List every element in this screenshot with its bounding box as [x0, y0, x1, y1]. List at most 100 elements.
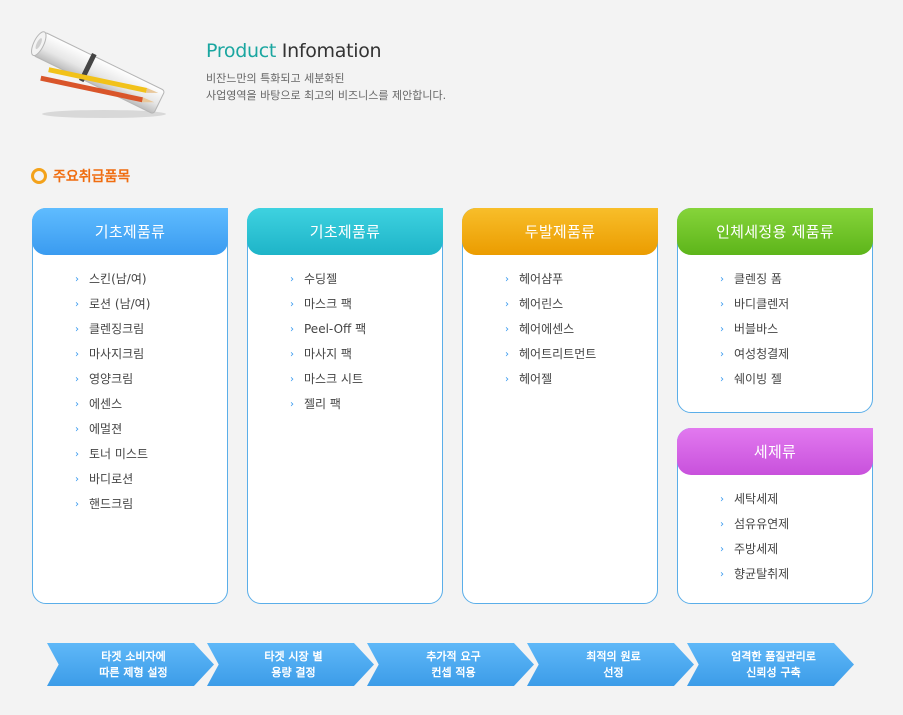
list-item[interactable]: ›에멀젼	[75, 421, 150, 446]
list-item[interactable]: › 쉐이빙 젤	[720, 371, 789, 396]
section-title-text: 주요취급품목	[53, 169, 131, 185]
process-step-line: 컨셉 적용	[431, 665, 476, 679]
chevron-right-icon: ›	[720, 274, 724, 285]
process-step-line: 타겟 소비자에	[101, 649, 166, 663]
page-title: Product Infomation	[206, 40, 382, 62]
list-item[interactable]: › 헤어샴푸	[505, 271, 596, 296]
category-card-basic-1: 기초제품류 ›스킨(남/여) ›로션 (남/여) ›클렌징크림 ›마사지크림 ›…	[32, 208, 228, 604]
list-item-label: 젤리 팩	[304, 397, 341, 411]
list-item[interactable]: › 섬유유연제	[720, 516, 789, 541]
list-item[interactable]: › 여성청결제	[720, 346, 789, 371]
list-item[interactable]: ›세탁세제	[720, 491, 789, 516]
chevron-right-icon: ›	[75, 474, 79, 485]
chevron-right-icon: ›	[75, 374, 79, 385]
chevron-right-icon: ›	[720, 519, 724, 530]
category-item-list: ›세탁세제 › 섬유유연제 ›주방세제 › 향균탈취제	[720, 491, 789, 591]
list-item[interactable]: ›헤어젤	[505, 371, 596, 396]
list-item-label: 스킨(남/여)	[89, 272, 147, 286]
list-item[interactable]: ›주방세제	[720, 541, 789, 566]
list-item-label: 토너 미스트	[89, 447, 149, 461]
chevron-right-icon: ›	[75, 449, 79, 460]
category-item-list: ›스킨(남/여) ›로션 (남/여) ›클렌징크림 ›마사지크림 ›영양크림 ›…	[75, 271, 150, 521]
process-step-line: 선정	[603, 665, 624, 679]
list-item-label: 마사지 팩	[304, 347, 352, 361]
chevron-right-icon: ›	[505, 274, 509, 285]
list-item-label: 클렌징크림	[89, 322, 145, 336]
list-item[interactable]: ›수딩젤	[290, 271, 366, 296]
chevron-right-icon: ›	[290, 399, 294, 410]
list-item[interactable]: ›바디로션	[75, 471, 150, 496]
chevron-right-icon: ›	[75, 399, 79, 410]
list-item-label: 헤어트리트먼트	[519, 347, 597, 361]
category-item-list: ›수딩젤 › 마스크 팩 ›Peel-Off 팩 › 마사지 팩 ›마스크 시트 ›…	[290, 271, 366, 421]
category-card-detergent: 세제류 ›세탁세제 › 섬유유연제 ›주방세제 › 향균탈취제	[677, 428, 873, 604]
category-title: 두발제품류	[524, 223, 596, 241]
list-item[interactable]: › 에센스	[75, 396, 150, 421]
chevron-right-icon: ›	[75, 499, 79, 510]
process-step-target-consumer: 타겟 소비자에 따른 제형 설정	[47, 643, 214, 686]
chevron-right-icon: ›	[505, 374, 509, 385]
chevron-right-icon: ›	[75, 299, 79, 310]
category-title: 세제류	[753, 443, 797, 461]
list-item-label: 마사지크림	[89, 347, 145, 361]
list-item[interactable]: ›헤어린스	[505, 296, 596, 321]
process-step-line: 따른 제형 설정	[99, 665, 168, 679]
category-item-list: ›헤어샴푸 ›헤어린스 ›헤어에센스 ›헤어트리트먼트 ›헤어젤	[505, 271, 596, 396]
list-item-label: 주방세제	[734, 542, 779, 556]
list-item[interactable]: › 토너 미스트	[75, 446, 150, 471]
list-item-label: 헤어샴푸	[519, 272, 564, 286]
list-item-label: 헤어에센스	[519, 322, 575, 336]
chevron-right-icon: ›	[290, 299, 294, 310]
category-header: 두발제품류	[462, 208, 658, 255]
category-title: 인체세정용 제품류	[716, 223, 834, 241]
ring-bullet-icon	[31, 168, 47, 184]
chevron-right-icon: ›	[720, 349, 724, 360]
chevron-right-icon: ›	[720, 324, 724, 335]
chevron-right-icon: ›	[720, 569, 724, 580]
list-item-label: 여성청결제	[734, 347, 790, 361]
list-item[interactable]: ›스킨(남/여)	[75, 271, 150, 296]
chevron-right-icon: ›	[75, 324, 79, 335]
list-item[interactable]: ›영양크림	[75, 371, 150, 396]
list-item[interactable]: › 젤리 팩	[290, 396, 366, 421]
process-step-line: 추가적 요구	[426, 649, 481, 663]
list-item[interactable]: ›헤어트리트먼트	[505, 346, 596, 371]
list-item[interactable]: › 헤어에센스	[505, 321, 596, 346]
list-item-label: 향균탈취제	[734, 567, 790, 581]
list-item[interactable]: ›마스크 시트	[290, 371, 366, 396]
list-item-label: 핸드크림	[89, 497, 134, 511]
process-step-line: 용량 결정	[271, 665, 316, 679]
list-item[interactable]: › 바디클렌저	[720, 296, 789, 321]
category-header: 기초제품류	[247, 208, 443, 255]
list-item-label: 바디클렌저	[734, 297, 790, 311]
list-item[interactable]: › 핸드크림	[75, 496, 150, 521]
process-step-quality: 엄격한 품질관리로 신뢰성 구축	[687, 643, 854, 686]
list-item-label: 마스크 팩	[304, 297, 352, 311]
chevron-right-icon: ›	[290, 374, 294, 385]
list-item[interactable]: › 마스크 팩	[290, 296, 366, 321]
page-subtitle: 비잔느만의 특화되고 세분화된 사업영역을 바탕으로 최고의 비즈니스를 제안합…	[206, 70, 446, 104]
list-item[interactable]: ›로션 (남/여)	[75, 296, 150, 321]
process-step-materials: 최적의 원료 선정	[527, 643, 694, 686]
list-item[interactable]: ›마사지크림	[75, 346, 150, 371]
list-item[interactable]: › 마사지 팩	[290, 346, 366, 371]
list-item[interactable]: › 클렌징크림	[75, 321, 150, 346]
section-title: 주요취급품목	[31, 166, 130, 186]
list-item-label: 에멀젼	[89, 422, 123, 436]
process-step-line: 타겟 시장 별	[264, 649, 323, 663]
list-item-label: 버블바스	[734, 322, 779, 336]
chevron-right-icon: ›	[720, 374, 724, 385]
list-item-label: 섬유유연제	[734, 517, 790, 531]
list-item-label: 에센스	[89, 397, 123, 411]
list-item[interactable]: › 향균탈취제	[720, 566, 789, 591]
chevron-right-icon: ›	[290, 349, 294, 360]
list-item[interactable]: › 버블바스	[720, 321, 789, 346]
category-title: 기초제품류	[309, 223, 381, 241]
chevron-right-icon: ›	[505, 324, 509, 335]
chevron-right-icon: ›	[720, 299, 724, 310]
subtitle-line-2: 사업영역을 바탕으로 최고의 비즈니스를 제안합니다.	[206, 89, 447, 102]
list-item[interactable]: ›Peel-Off 팩	[290, 321, 366, 346]
list-item-label: 쉐이빙 젤	[734, 372, 782, 386]
list-item[interactable]: ›클렌징 폼	[720, 271, 789, 296]
category-card-basic-2: 기초제품류 ›수딩젤 › 마스크 팩 ›Peel-Off 팩 › 마사지 팩 ›마스…	[247, 208, 443, 604]
